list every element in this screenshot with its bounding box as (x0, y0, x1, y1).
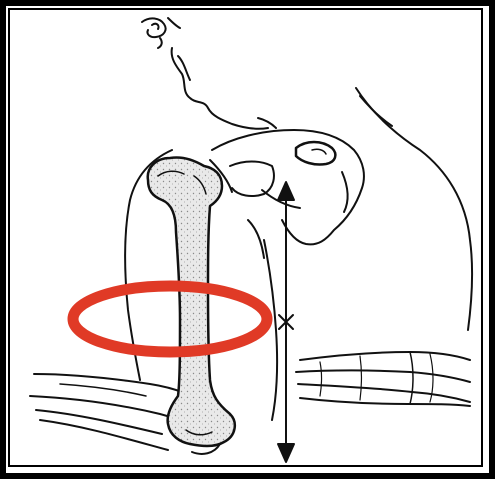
ear-sketch (142, 18, 180, 48)
neck-outline (172, 48, 276, 129)
humerus-bone (148, 157, 235, 446)
back-outline (356, 88, 472, 330)
sling-folds (296, 352, 470, 406)
measurement-arrow (278, 182, 294, 462)
highlight-ring (73, 286, 267, 352)
